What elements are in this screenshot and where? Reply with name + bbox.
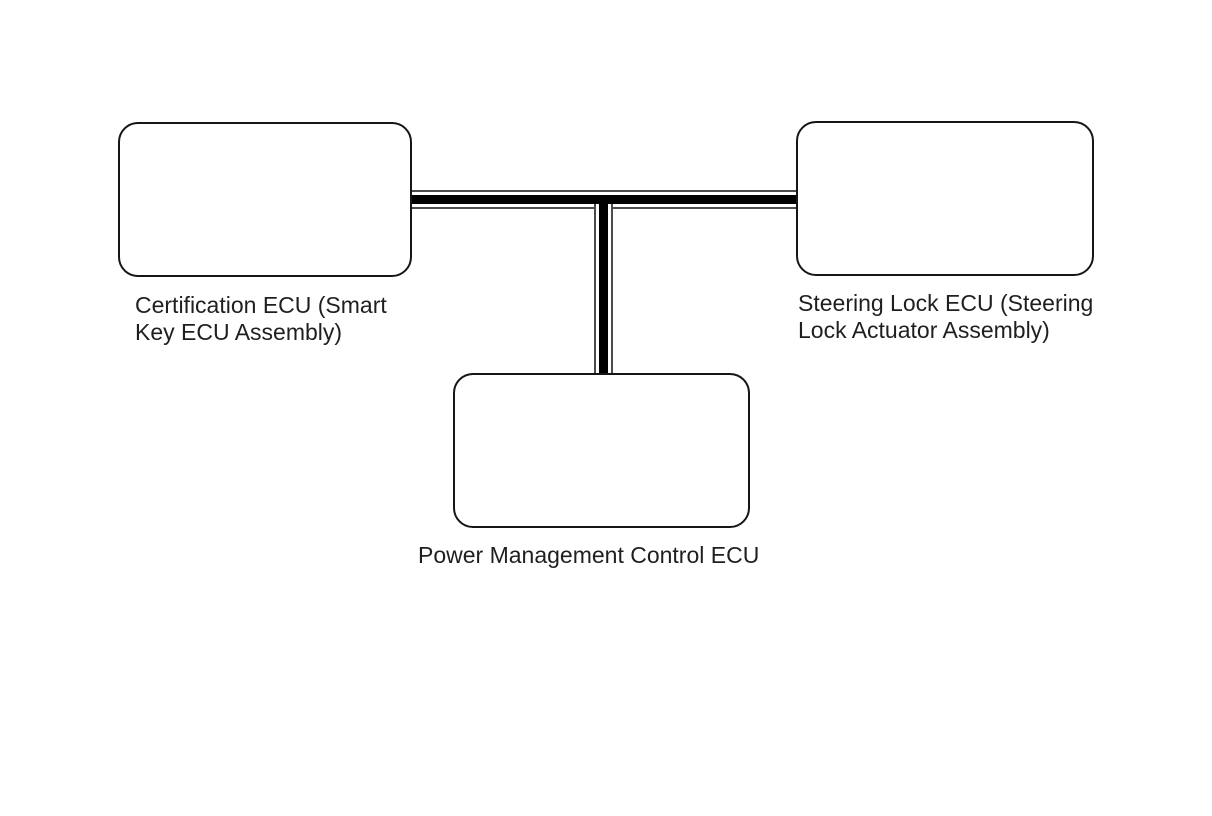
- node-label-steering-lock-ecu: Steering Lock ECU (Steering Lock Actuato…: [798, 290, 1094, 343]
- node-label-power-management-ecu: Power Management Control ECU: [418, 542, 760, 568]
- bus-core-line: [410, 195, 798, 204]
- bus-core-line: [599, 204, 608, 375]
- node-box-steering-lock-ecu: [796, 121, 1094, 276]
- bus-gap: [608, 204, 611, 375]
- bus-gap: [596, 204, 599, 375]
- node-box-power-management-ecu: [453, 373, 750, 528]
- bus-outer-line-right: [611, 204, 613, 375]
- node-box-certification-ecu: [118, 122, 412, 277]
- bus-outer-line-left: [594, 204, 596, 375]
- node-label-certification-ecu: Certification ECU (Smart Key ECU Assembl…: [135, 292, 387, 345]
- bus-outer-line-top: [410, 190, 798, 192]
- bus-gap: [410, 192, 798, 195]
- bus-line-vertical: [594, 204, 613, 375]
